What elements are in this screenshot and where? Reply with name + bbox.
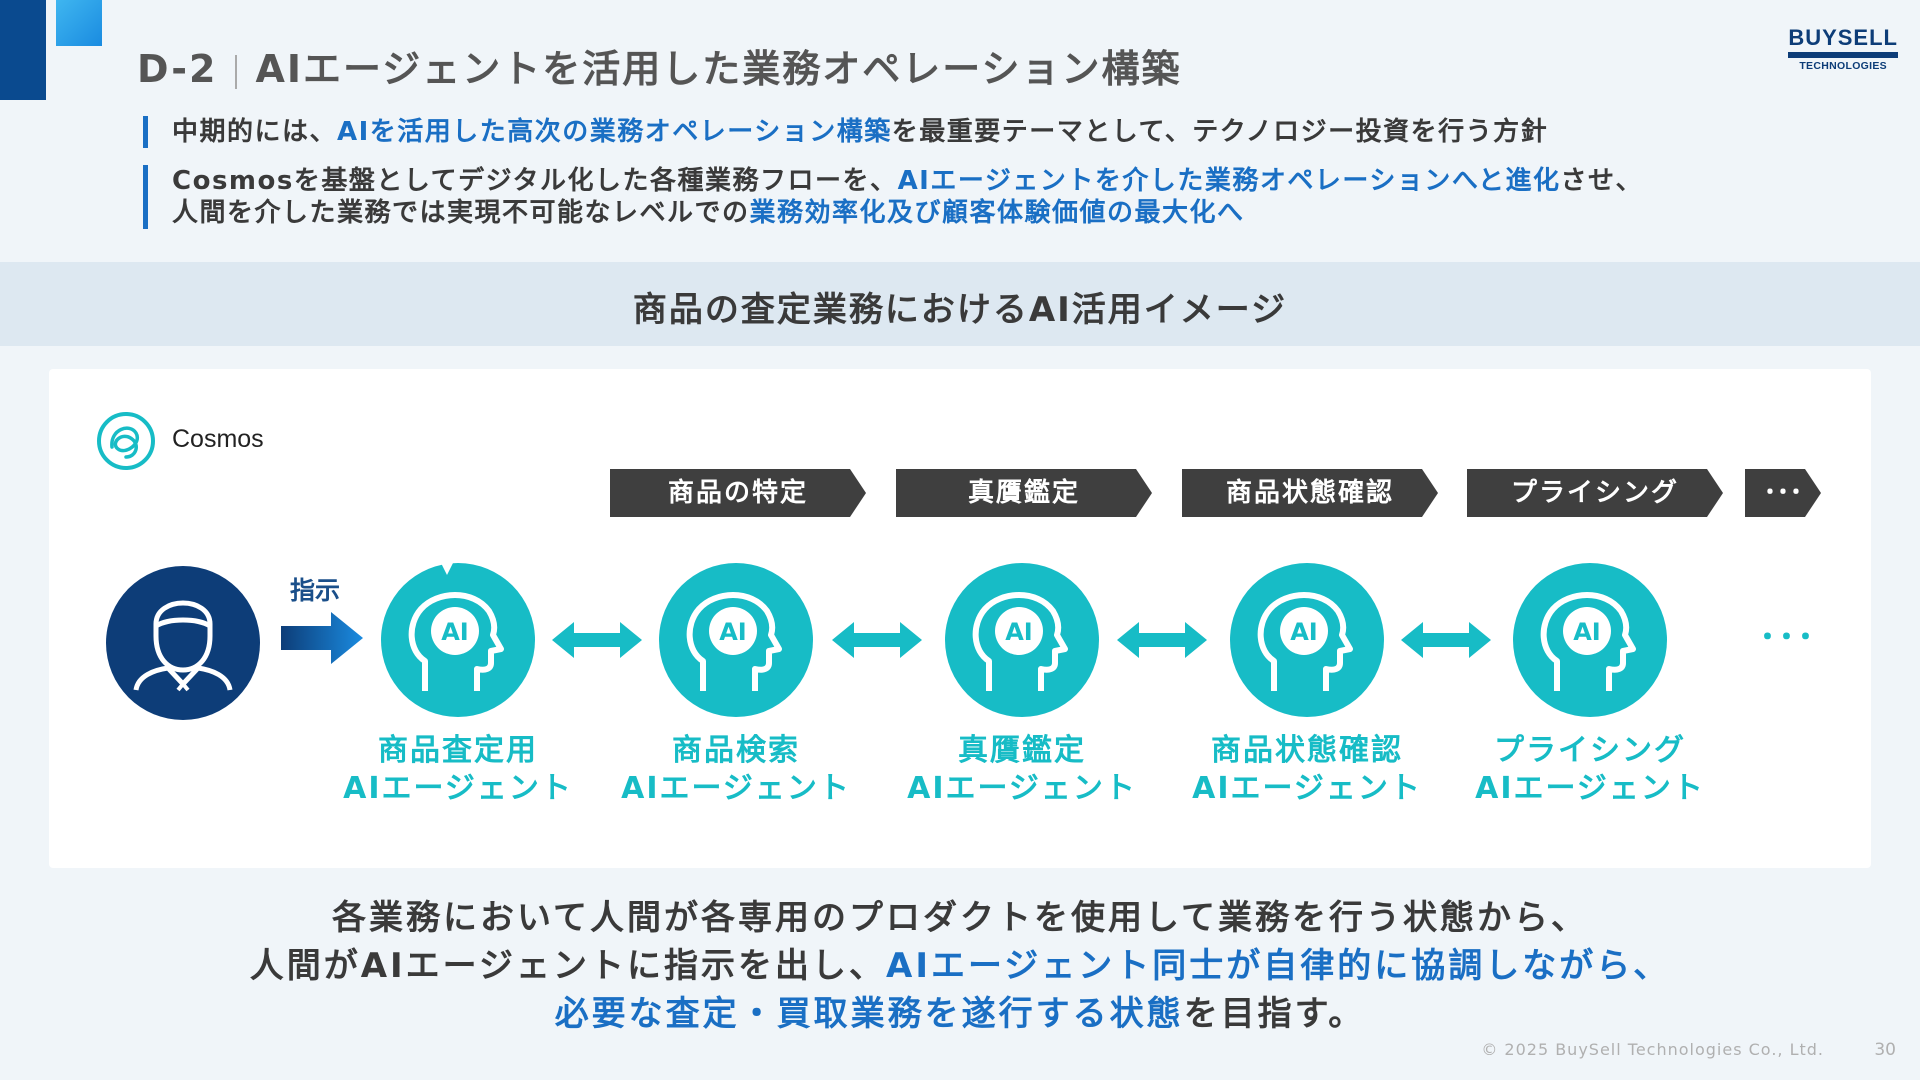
agent-label-3: 真贋鑑定 AIエージェント [892, 732, 1152, 808]
corner-accent-dark [0, 0, 46, 100]
ai-agent-icon: AI [659, 563, 813, 717]
more-agents-ellipsis: ･･･ [1759, 618, 1816, 658]
bullet-2: Cosmosを基盤としてデジタル化した各種業務フローを、AIエージェントを介した… [143, 165, 1643, 229]
ai-agent-icon: AI [1230, 563, 1384, 717]
agent-label-2: 商品検索 AIエージェント [606, 732, 866, 808]
bullet-3-highlight: 業務効率化及び顧客体験価値の最大化へ [749, 198, 1245, 228]
page-title: D-2 AIエージェントを活用した業務オペレーション構築 [137, 38, 1182, 93]
bullet-2-text-a: Cosmosを基盤としてデジタル化した各種業務フローを、 [172, 166, 898, 196]
bullet-1-text-a: 中期的には、 [172, 117, 338, 147]
page-number: 30 [1874, 1040, 1896, 1060]
bullet-2-line-1: Cosmosを基盤としてデジタル化した各種業務フローを、AIエージェントを介した… [172, 165, 1643, 197]
conclusion-text-1: 各業務において人間が各専用のプロダクトを使用して業務を行う状態から、 [332, 898, 1588, 938]
bullet-1: 中期的には、AIを活用した高次の業務オペレーション構築を最重要テーマとして、テク… [143, 116, 1548, 148]
conclusion-highlight-3: 必要な査定・買取業務を遂行する状態 [554, 994, 1184, 1034]
ai-icon-text: AI [441, 618, 469, 646]
bidirectional-arrow-icon [552, 622, 642, 658]
instruction-arrow-icon [281, 612, 363, 664]
ai-agent-icon: AI [1513, 563, 1667, 717]
agent-label-line-2: AIエージェント [907, 771, 1137, 806]
title-text: AIエージェントを活用した業務オペレーション構築 [255, 47, 1182, 91]
section-number: D-2 [137, 47, 218, 91]
logo-bar [1788, 52, 1898, 58]
person-icon [133, 600, 233, 692]
agent-label-1: 商品査定用 AIエージェント [328, 732, 588, 808]
bullet-2-line-2: 人間を介した業務では実現不可能なレベルでの業務効率化及び顧客体験価値の最大化へ [172, 197, 1643, 229]
agent-label-line-1: 真贋鑑定 [958, 733, 1086, 768]
process-step-more: ･･･ [1745, 469, 1821, 517]
ai-icon-text: AI [719, 618, 747, 646]
instruction-label: 指示 [290, 576, 341, 605]
agent-label-line-2: AIエージェント [1475, 771, 1705, 806]
ai-icon-text: AI [1005, 618, 1033, 646]
agent-label-line-1: プライシング [1494, 733, 1686, 768]
bullet-1-text-b: を最重要テーマとして、テクノロジー投資を行う方針 [891, 117, 1549, 147]
bullet-3-text-a: 人間を介した業務では実現不可能なレベルでの [172, 198, 750, 228]
conclusion-line-3: 必要な査定・買取業務を遂行する状態を目指す。 [0, 990, 1920, 1038]
cosmos-label: Cosmos [172, 425, 264, 453]
conclusion-line-1: 各業務において人間が各専用のプロダクトを使用して業務を行う状態から、 [0, 894, 1920, 942]
company-logo: BUYSELL TECHNOLOGIES [1788, 26, 1898, 72]
agent-label-line-2: AIエージェント [1192, 771, 1422, 806]
logo-main-text: BUYSELL [1788, 25, 1898, 50]
conclusion-highlight-2: AIエージェント同士が自律的に協調しながら、 [886, 946, 1671, 986]
agent-label-4: 商品状態確認 AIエージェント [1177, 732, 1437, 808]
section-band-title: 商品の査定業務におけるAI活用イメージ [632, 290, 1288, 330]
bidirectional-arrow-icon [1117, 622, 1207, 658]
bidirectional-arrow-icon [1401, 622, 1491, 658]
process-step-4: プライシング [1467, 469, 1723, 517]
bullet-1-highlight: AIを活用した高次の業務オペレーション構築 [337, 117, 892, 147]
bullet-2-highlight: AIエージェントを介した業務オペレーションへと進化 [897, 166, 1561, 196]
agent-label-line-1: 商品査定用 [378, 733, 538, 768]
diagram-card: Cosmos 商品の特定 真贋鑑定 商品状態確認 プライシング ･･･ 指示 A… [49, 369, 1871, 868]
section-band: 商品の査定業務におけるAI活用イメージ [0, 262, 1920, 346]
process-step-2: 真贋鑑定 [896, 469, 1152, 517]
conclusion-line-2: 人間がAIエージェントに指示を出し、AIエージェント同士が自律的に協調しながら、 [0, 942, 1920, 990]
title-divider [235, 54, 238, 89]
agent-label-line-2: AIエージェント [343, 771, 573, 806]
ai-icon-text: AI [1290, 618, 1318, 646]
ai-agent-icon: AI [945, 563, 1099, 717]
process-step-1: 商品の特定 [610, 469, 866, 517]
agent-label-5: プライシング AIエージェント [1460, 732, 1720, 808]
ai-icon-text: AI [1573, 618, 1601, 646]
human-operator [106, 566, 260, 720]
ai-agent-icon: AI [381, 563, 535, 717]
cosmos-logo-icon [97, 412, 155, 470]
logo-sub-text: TECHNOLOGIES [1799, 60, 1887, 72]
bidirectional-arrow-icon [832, 622, 922, 658]
corner-accent-light [56, 0, 102, 46]
agent-label-line-2: AIエージェント [621, 771, 851, 806]
bullet-2-text-b: させ、 [1560, 166, 1644, 196]
conclusion-text-2a: 人間がAIエージェントに指示を出し、 [249, 946, 886, 986]
conclusion-text-3b: を目指す。 [1183, 994, 1366, 1034]
agent-label-line-1: 商品検索 [672, 733, 800, 768]
copyright-footer: © 2025 BuySell Technologies Co., Ltd. [1481, 1040, 1824, 1059]
agent-label-line-1: 商品状態確認 [1211, 733, 1403, 768]
process-step-3: 商品状態確認 [1182, 469, 1438, 517]
